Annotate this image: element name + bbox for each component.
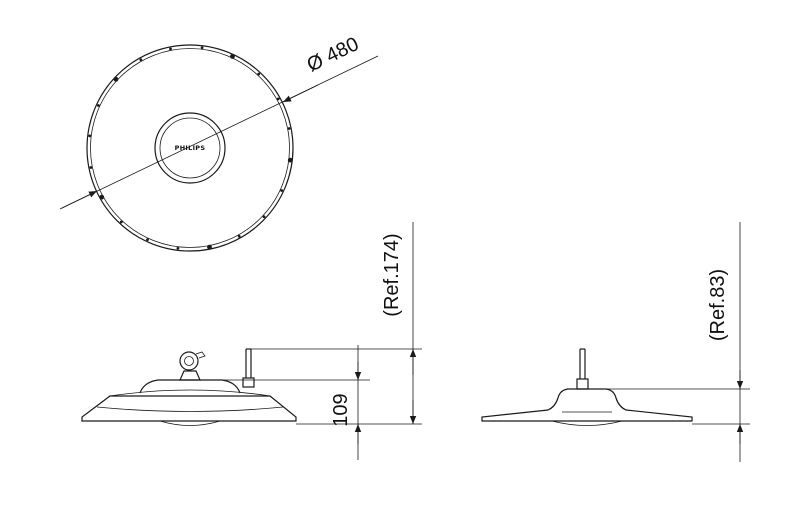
fastener-mark xyxy=(276,97,280,101)
diameter-label: Ø 480 xyxy=(304,33,363,76)
fastener-mark xyxy=(287,127,291,130)
fastener-mark xyxy=(99,194,105,200)
fastener-mark xyxy=(88,134,92,138)
diameter-dimension-line xyxy=(59,55,379,210)
fastener-mark xyxy=(146,238,149,242)
reflector-lens xyxy=(159,420,221,426)
fastener-mark xyxy=(139,58,143,62)
inner-housing-ring xyxy=(90,48,290,248)
fastener-mark xyxy=(262,215,266,219)
fastener-mark xyxy=(237,234,241,238)
diameter-arrow-right xyxy=(282,84,319,103)
fastener-mark xyxy=(280,189,284,192)
hook-ring xyxy=(179,351,199,371)
cable-gland-nut xyxy=(242,377,255,388)
dimension-ref83-label: (Ref.83) xyxy=(707,269,729,341)
dimension-ref174-label: (Ref.174) xyxy=(381,233,403,316)
center-hub-outer xyxy=(154,112,226,184)
end-view: (Ref.83) xyxy=(481,222,750,462)
outer-housing-ring xyxy=(86,44,294,252)
reflector-inner-edge xyxy=(96,406,284,412)
fastener-mark xyxy=(207,244,212,250)
housing-fastener-marks xyxy=(88,46,293,250)
end-gland-nut xyxy=(576,378,589,390)
hook-bracket xyxy=(179,370,201,381)
fastener-mark xyxy=(230,53,235,59)
fastener-mark xyxy=(113,76,119,82)
fastener-mark xyxy=(176,246,180,250)
fastener-mark xyxy=(119,220,123,224)
center-hub-inner xyxy=(159,117,221,179)
brand-label: PHILIPS xyxy=(175,144,206,152)
end-reflector-profile xyxy=(481,388,693,422)
fastener-mark xyxy=(287,157,293,163)
fastener-mark xyxy=(257,72,261,76)
hook-latch xyxy=(195,351,206,359)
fastener-mark xyxy=(200,46,204,50)
fastener-mark xyxy=(96,104,100,107)
fastener-mark xyxy=(89,166,93,169)
fastener-mark xyxy=(169,47,172,51)
dimension-109-label: 109 xyxy=(330,393,352,426)
reflector-upper-rim xyxy=(109,389,271,397)
top-view: PHILIPS Ø 480 xyxy=(59,33,379,252)
diameter-arrow-left xyxy=(61,190,98,209)
hook-ring-inner xyxy=(184,356,194,366)
end-lens xyxy=(551,420,623,426)
side-view: 109 (Ref.174) xyxy=(81,222,422,460)
